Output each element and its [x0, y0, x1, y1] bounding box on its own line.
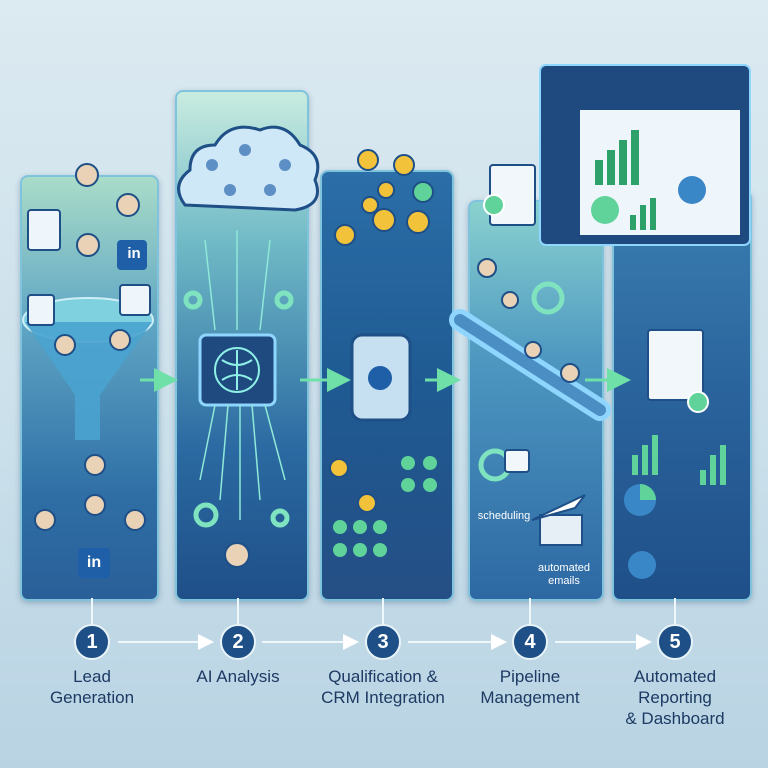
emails-line1: automated [538, 562, 590, 574]
step-3-label: Qualification & CRM Integration [308, 666, 458, 708]
label-line: Reporting [638, 688, 712, 707]
avatar-icon [224, 542, 250, 568]
label-line: Generation [49, 688, 135, 707]
step-1-badge: 1 [74, 624, 110, 660]
database-icon [350, 333, 412, 422]
pipeline-icon [449, 258, 611, 421]
email-plane-icon [531, 494, 586, 546]
ai-chip-icon [198, 333, 277, 407]
linkedin-icon [78, 240, 147, 578]
label-line: Lead [73, 667, 111, 686]
label-line: Management [480, 688, 580, 707]
step-2-badge: 2 [220, 624, 256, 660]
label-line: Pipeline [499, 667, 561, 686]
scheduling-label: scheduling [477, 510, 531, 522]
label-line: & Dashboard [625, 709, 725, 728]
linkedin-logo-text: in [127, 245, 141, 262]
step-5-badge: 5 [657, 624, 693, 660]
label-line: CRM Integration [321, 688, 445, 707]
step-connectors [91, 598, 676, 650]
cloud-icon [177, 125, 320, 212]
emails-line2: emails [548, 575, 580, 587]
dashboard-window [539, 64, 751, 246]
checklist-icon [333, 456, 437, 557]
avatar-icons [34, 163, 146, 531]
check-badges [329, 181, 434, 513]
pie-chart-icons [624, 484, 656, 579]
calendar-icon [504, 449, 530, 473]
report-document-icon [647, 329, 709, 413]
bar-chart-icons [632, 435, 726, 485]
browser-window-icons [27, 209, 151, 326]
label-line: AI Analysis [196, 667, 280, 686]
label-line: Qualification & [328, 667, 438, 686]
label-line: Automated [633, 667, 717, 686]
document-icon [483, 164, 536, 226]
step-2-label: AI Analysis [163, 666, 313, 687]
star-badges [334, 149, 415, 246]
step-4-badge: 4 [512, 624, 548, 660]
circuit-lines [199, 230, 286, 520]
step-3-badge: 3 [365, 624, 401, 660]
linkedin-logo-text: in [86, 554, 102, 571]
